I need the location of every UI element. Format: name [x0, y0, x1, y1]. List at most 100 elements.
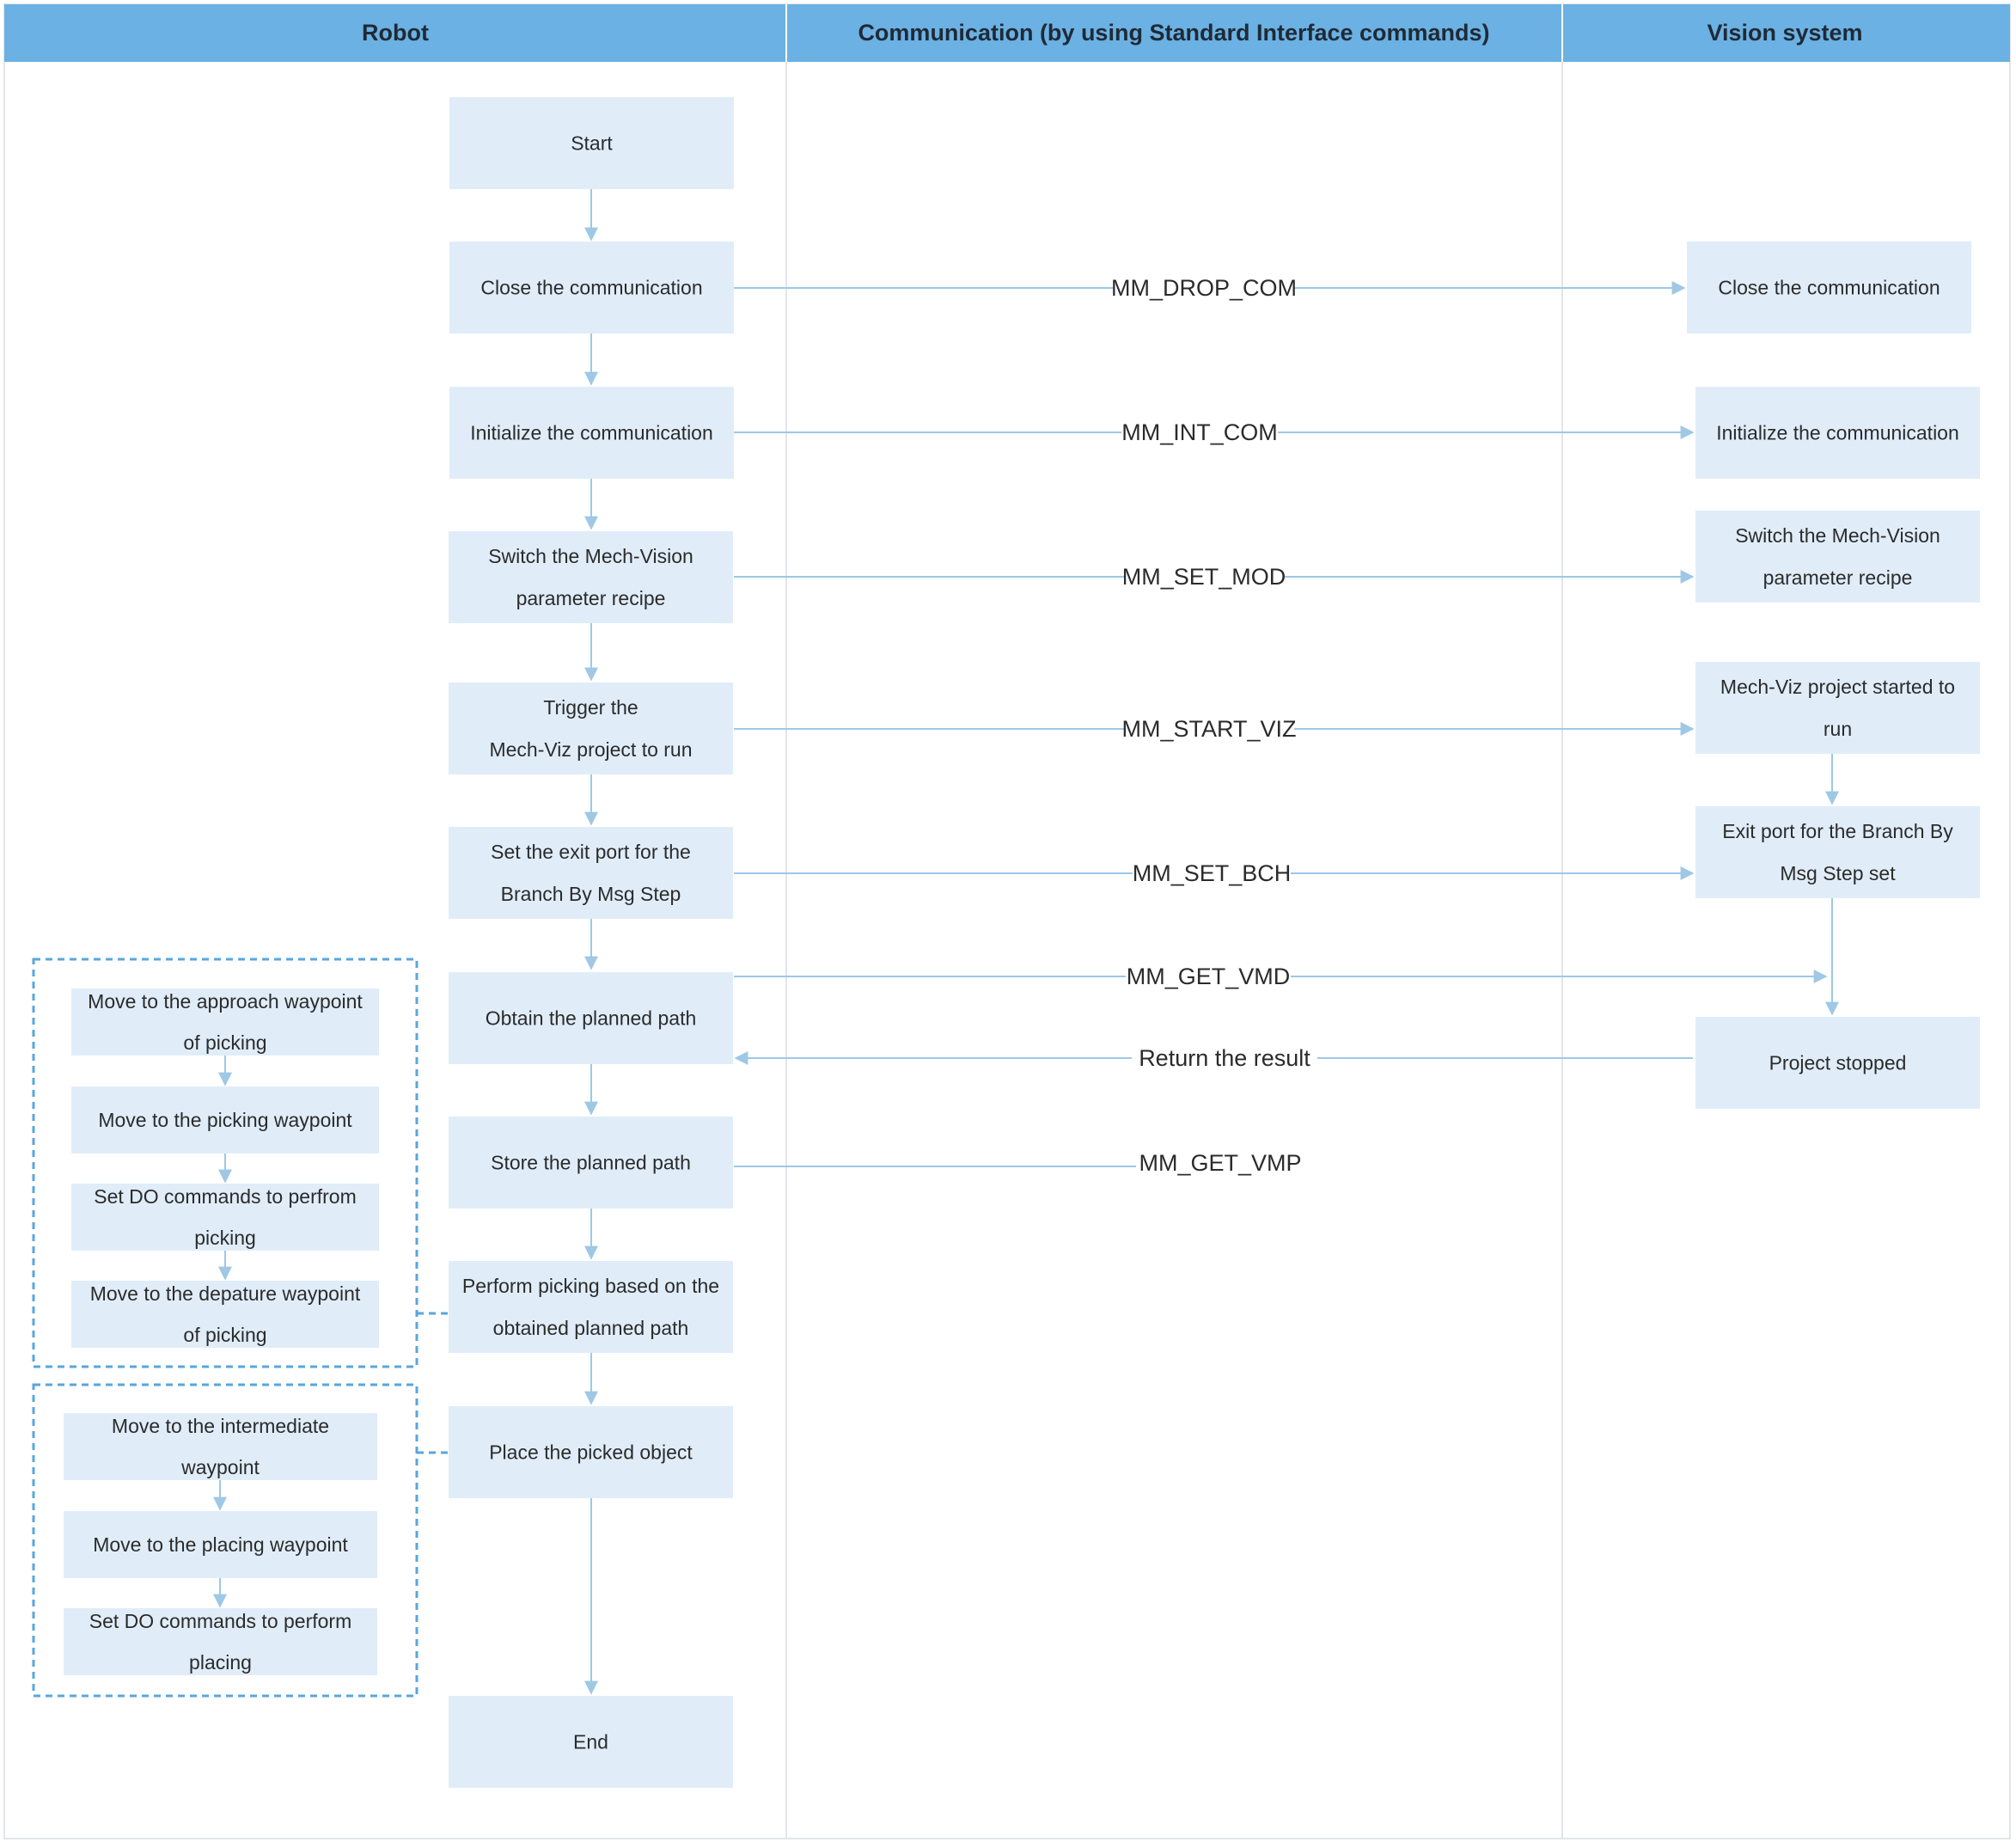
robot-step-initialize-communication: Initialize the communication [449, 387, 734, 479]
robot-step-store-planned-path: Store the planned path [449, 1117, 733, 1209]
picking-substeps-group [32, 958, 418, 1368]
robot-step-close-communication: Close the communication [449, 242, 734, 334]
vision-step-close-communication-label-line-1: Close the communication [1718, 277, 1940, 299]
placing-substep-set-do-commands-box [64, 1608, 377, 1675]
robot-step-start-label-line-1: Start [571, 132, 613, 155]
robot-step-perform-picking-label-line-1: Perform picking based on the [462, 1275, 719, 1297]
robot-step-end-label-line-1: End [573, 1731, 608, 1753]
picking-substep-approach-waypoint-label-line-1: Move to the approach waypoint [88, 990, 363, 1013]
sub-step-groups [32, 958, 449, 1698]
picking-substep-set-do-commands-label-line-2: picking [194, 1227, 256, 1249]
vision-step-project-stopped-label-line-1: Project stopped [1769, 1052, 1907, 1074]
vision-step-project-stopped: Project stopped [1695, 1017, 1980, 1109]
robot-step-trigger-mech-viz-label-line-1: Trigger the [543, 696, 638, 719]
robot-step-start-box [449, 97, 734, 189]
vision-step-mech-viz-started-label-line-1: Mech-Viz project started to [1720, 676, 1955, 698]
picking-substep-set-do-commands-box [71, 1184, 379, 1251]
vision-step-project-stopped-box [1695, 1017, 1980, 1109]
placing-substep-intermediate-waypoint-label-line-1: Move to the intermediate [112, 1415, 329, 1437]
picking-substep-departure-waypoint-label-line-1: Move to the depature waypoint [90, 1282, 361, 1305]
robot-step-store-planned-path-label-line-1: Store the planned path [491, 1152, 691, 1174]
picking-substep-set-do-commands-label-line-1: Set DO commands to perfrom [94, 1185, 357, 1208]
robot-step-obtain-planned-path-box [449, 972, 733, 1064]
robot-step-trigger-mech-viz-box [449, 682, 733, 774]
vision-step-mech-viz-started: Mech-Viz project started to run [1695, 662, 1980, 754]
command-label-int-com: MM_INT_COM [1121, 419, 1278, 445]
placing-substeps-group [32, 1383, 418, 1698]
placing-substep-intermediate-waypoint-box [64, 1413, 377, 1480]
robot-step-switch-recipe-label-line-2: parameter recipe [516, 587, 666, 609]
label-bg-set-bch [1133, 856, 1291, 890]
robot-step-end-box [449, 1696, 733, 1788]
robot-step-set-exit-port-box [449, 827, 733, 919]
robot-step-perform-picking-label-line-2: obtained planned path [493, 1317, 689, 1339]
robot-step-start: Start [449, 97, 734, 189]
vision-step-initialize-communication-label-line-1: Initialize the communication [1716, 422, 1959, 444]
robot-step-initialize-communication-box [449, 387, 734, 479]
robot-step-close-communication-label-line-1: Close the communication [480, 277, 702, 299]
vision-step-switch-recipe-label-line-2: parameter recipe [1763, 566, 1913, 589]
picking-substep-picking-waypoint-box [71, 1086, 379, 1154]
robot-step-set-exit-port-label-line-2: Branch By Msg Step [501, 883, 681, 905]
placing-substep-intermediate-waypoint-label-line-2: waypoint [180, 1456, 260, 1478]
label-bg-return-result [1132, 1041, 1317, 1075]
robot-step-switch-recipe-box [449, 531, 733, 623]
picking-substep-departure-waypoint: Move to the depature waypoint of picking [71, 1281, 379, 1348]
robot-step-store-planned-path-box [449, 1117, 733, 1209]
picking-substep-departure-waypoint-label-line-2: of picking [183, 1324, 266, 1346]
robot-step-perform-picking: Perform picking based on the obtained pla… [449, 1261, 733, 1353]
command-label-return-result: Return the result [1139, 1045, 1310, 1071]
robot-step-place-object: Place the picked object [449, 1406, 733, 1498]
command-label-drop-com: MM_DROP_COM [1111, 275, 1297, 301]
label-bg-start-viz [1124, 712, 1294, 746]
command-label-get-vmd: MM_GET_VMD [1127, 964, 1291, 989]
label-bg-drop-com [1114, 271, 1294, 305]
vision-step-exit-port-set-label-line-1: Exit port for the Branch By [1722, 820, 1953, 842]
picking-substep-approach-waypoint: Move to the approach waypoint of picking [71, 988, 379, 1056]
vision-step-exit-port-set: Exit port for the Branch By Msg Step set [1695, 806, 1980, 898]
robot-step-place-object-label-line-1: Place the picked object [489, 1441, 693, 1464]
placing-substep-set-do-commands: Set DO commands to perform placing [64, 1608, 377, 1675]
vision-step-close-communication: Close the communication [1687, 242, 1971, 334]
robot-step-place-object-box [449, 1406, 733, 1498]
robot-step-perform-picking-box [449, 1261, 733, 1353]
command-label-start-viz: MM_START_VIZ [1121, 716, 1296, 742]
vision-step-switch-recipe: Switch the Mech-Vision parameter recipe [1695, 511, 1980, 603]
picking-substep-picking-waypoint: Move to the picking waypoint [71, 1086, 379, 1154]
placing-substep-intermediate-waypoint: Move to the intermediate waypoint [64, 1413, 377, 1480]
picking-substep-departure-waypoint-box [71, 1281, 379, 1348]
vision-step-exit-port-set-box [1695, 806, 1980, 898]
label-bg-set-mod [1124, 560, 1284, 594]
placing-substep-placing-waypoint-label-line-1: Move to the placing waypoint [93, 1533, 348, 1556]
robot-step-trigger-mech-viz-label-line-2: Mech-Viz project to run [489, 738, 692, 761]
robot-step-close-communication-box [449, 242, 734, 334]
picking-substep-picking-waypoint-label-line-1: Move to the picking waypoint [98, 1109, 352, 1131]
vision-step-switch-recipe-box [1695, 511, 1980, 603]
message-labels: MM_DROP_COM MM_INT_COM MM_SET_MOD MM_STA… [1111, 271, 1317, 1176]
lane-header-robot: Robot [362, 20, 429, 46]
placing-substep-placing-waypoint: Move to the placing waypoint [64, 1511, 377, 1578]
vision-step-mech-viz-started-label-line-2: run [1824, 718, 1852, 740]
command-label-set-bch: MM_SET_BCH [1133, 860, 1292, 886]
lane-header-vision: Vision system [1707, 20, 1862, 46]
picking-substep-approach-waypoint-label-line-2: of picking [183, 1031, 266, 1054]
vision-step-initialize-communication: Initialize the communication [1695, 387, 1980, 479]
robot-step-set-exit-port-label-line-1: Set the exit port for the [491, 841, 691, 863]
robot-step-initialize-communication-label-line-1: Initialize the communication [470, 422, 713, 444]
placing-substep-placing-waypoint-box [64, 1511, 377, 1578]
placing-substep-set-do-commands-label-line-2: placing [189, 1651, 252, 1674]
vision-step-mech-viz-started-box [1695, 662, 1980, 754]
vision-step-switch-recipe-label-line-1: Switch the Mech-Vision [1735, 524, 1940, 547]
header-bar [4, 4, 2010, 62]
vision-step-close-communication-box [1687, 242, 1971, 334]
robot-step-obtain-planned-path-label-line-1: Obtain the planned path [486, 1007, 697, 1030]
picking-substep-approach-waypoint-box [71, 988, 379, 1056]
label-bg-get-vmd [1126, 959, 1291, 994]
placing-substep-set-do-commands-label-line-1: Set DO commands to perform [89, 1610, 352, 1632]
vision-step-exit-port-set-label-line-2: Msg Step set [1780, 862, 1896, 884]
picking-substep-set-do-commands: Set DO commands to perfrom picking [71, 1184, 379, 1251]
